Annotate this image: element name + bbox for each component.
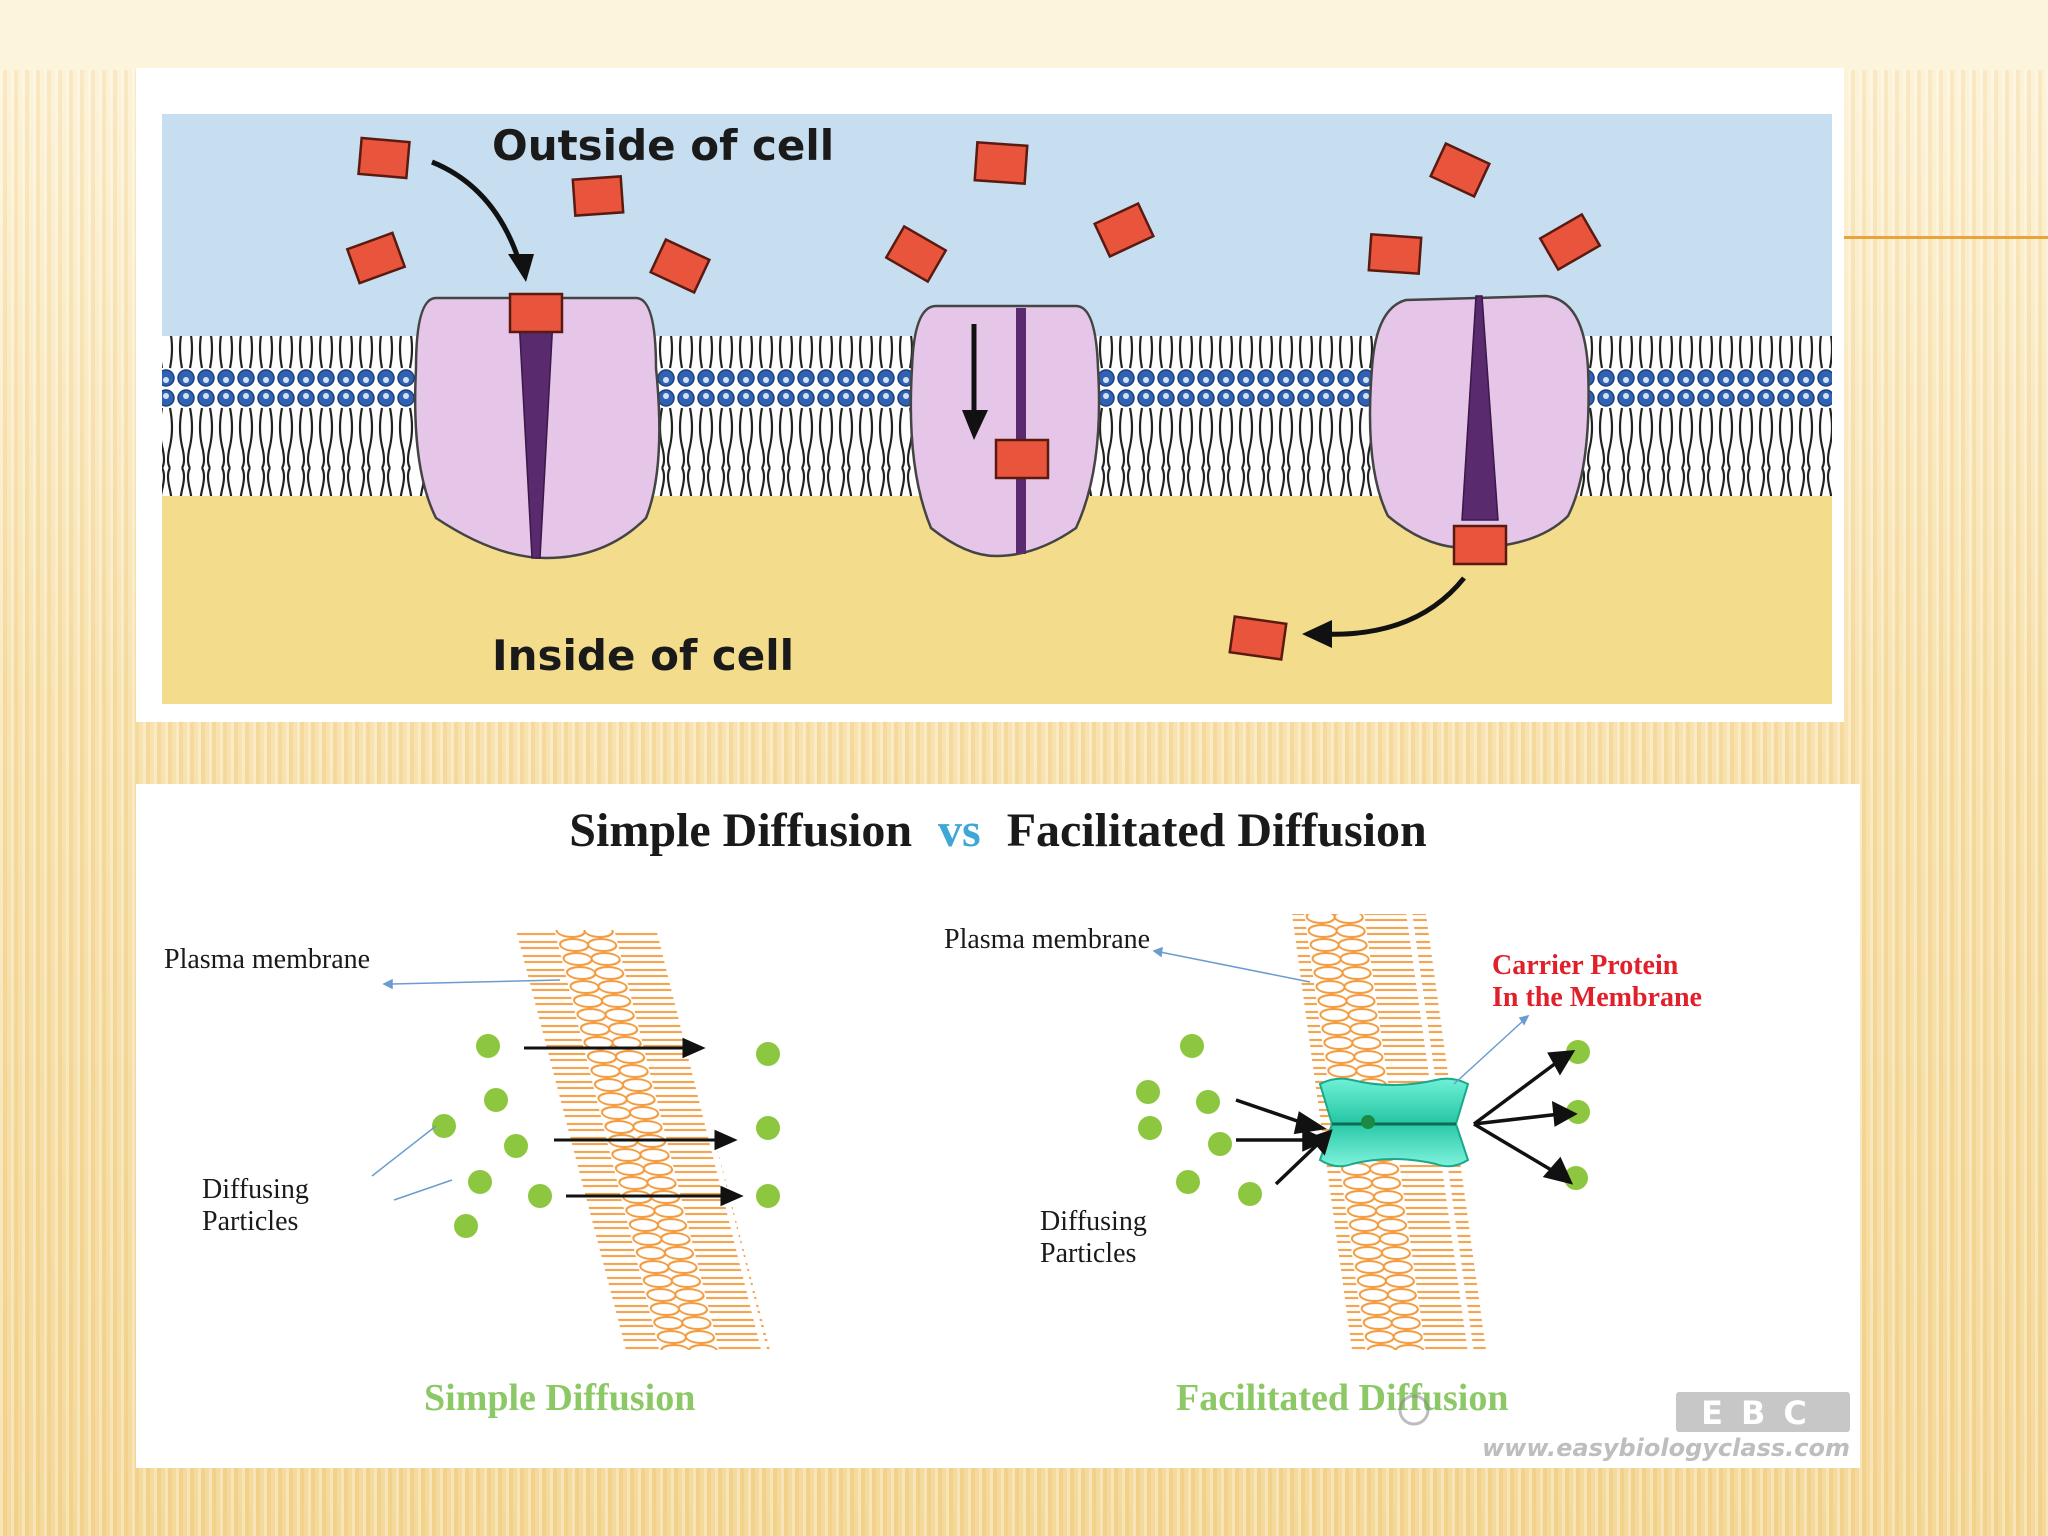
- molecules-outside: [345, 136, 1602, 295]
- ebc-watermark: EBC www.easybiologyclass.com: [1398, 1392, 1850, 1462]
- channel-protein-1: [413, 296, 661, 560]
- bottom-diagram-panel: Simple Diffusion vs Facilitated Diffusio…: [136, 784, 1860, 1468]
- left-membrane: [516, 930, 770, 1350]
- slide-accent-line: [1844, 236, 2048, 239]
- channel-protein-diagram: Outside of cell Inside of cell: [162, 114, 1832, 704]
- title-vs: vs: [938, 804, 981, 857]
- simple-diffusion-caption: Simple Diffusion: [424, 1377, 695, 1419]
- diagram-title: Simple Diffusion vs Facilitated Diffusio…: [569, 804, 1426, 857]
- inside-of-cell-label: Inside of cell: [492, 631, 794, 680]
- outside-of-cell-label: Outside of cell: [492, 121, 834, 170]
- channel-protein-3: [1368, 294, 1590, 550]
- in-the-membrane-label: In the Membrane: [1492, 982, 1702, 1013]
- molecule-exiting: [1452, 524, 1508, 566]
- molecule-inside: [1228, 615, 1288, 661]
- watermark-url: www.easybiologyclass.com: [1482, 1434, 1850, 1462]
- top-diagram-panel: Outside of cell Inside of cell: [136, 68, 1844, 722]
- left-particles: [432, 1034, 780, 1238]
- label-pointers: [371, 946, 1530, 1201]
- molecule-in-channel: [994, 438, 1050, 480]
- carrier-protein-label: Carrier Protein: [1492, 950, 1679, 981]
- diffusion-comparison-diagram: Simple Diffusion vs Facilitated Diffusio…: [164, 804, 1850, 1462]
- slide-top-band: [0, 0, 2048, 70]
- title-facilitated: Facilitated Diffusion: [1007, 804, 1427, 857]
- left-plasma-membrane-label: Plasma membrane: [164, 944, 370, 975]
- flow-arrows: [431, 159, 1466, 648]
- left-diffusion-arrows: [524, 1037, 744, 1207]
- molecule-entering: [508, 292, 564, 334]
- carrier-protein: [1318, 1077, 1470, 1168]
- right-diffusion-arrows: [1235, 1049, 1578, 1186]
- left-diffusing-label: Diffusing: [202, 1174, 309, 1205]
- channel-protein-2: [909, 304, 1101, 558]
- ebc-logo-text: EBC: [1701, 1394, 1825, 1432]
- right-plasma-membrane-label: Plasma membrane: [944, 924, 1150, 955]
- title-simple: Simple Diffusion: [569, 804, 912, 857]
- right-diffusing-label: Diffusing: [1040, 1206, 1147, 1237]
- facilitated-diffusion-caption: Facilitated Diffusion: [1176, 1377, 1508, 1419]
- right-particles-label: Particles: [1040, 1238, 1136, 1269]
- right-particles: [1136, 1034, 1590, 1206]
- left-particles-label: Particles: [202, 1206, 298, 1237]
